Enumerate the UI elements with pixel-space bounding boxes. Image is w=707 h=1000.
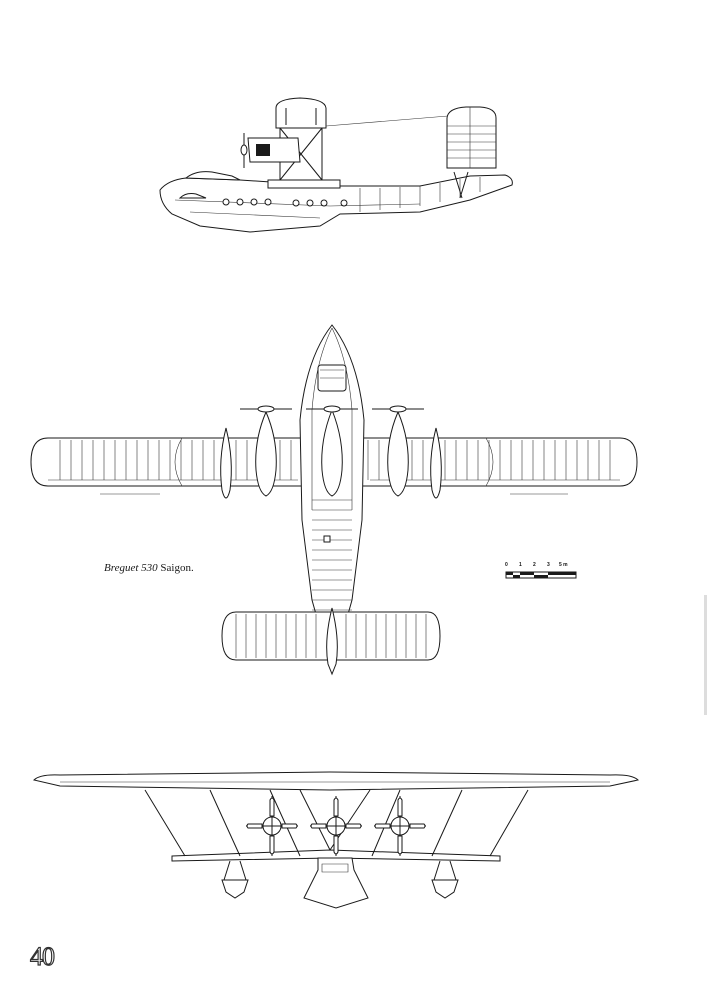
top-lower-wing-outline (174, 437, 494, 487)
scale-label: 0 (505, 562, 508, 568)
top-spinner-center (323, 405, 341, 413)
front-hull (303, 857, 369, 909)
top-aileron-lines (48, 479, 620, 495)
side-hull (159, 174, 513, 233)
top-engine-nacelle-left (255, 410, 277, 497)
front-upper-wing (33, 771, 640, 791)
top-spinner-left (257, 405, 275, 413)
front-view (33, 771, 640, 909)
front-inner-struts (269, 789, 401, 857)
side-upper-wing (275, 97, 327, 129)
side-portholes (222, 198, 348, 207)
side-float (178, 193, 207, 199)
page-number: 40 (29, 941, 55, 971)
top-hatch (323, 535, 331, 543)
side-spinner (240, 144, 248, 156)
top-cockpit-lines (320, 369, 344, 379)
front-engine-right (374, 796, 426, 856)
front-float-left (221, 879, 249, 899)
top-fuselage-frames (312, 499, 352, 611)
top-fin (326, 607, 338, 676)
front-outer-struts (144, 789, 529, 857)
scale-label: 1 (519, 562, 522, 568)
front-float-right (431, 879, 459, 899)
scale-label: 2 (533, 562, 536, 568)
side-cockpit (184, 171, 241, 181)
caption-name: Saigon. (160, 562, 194, 574)
scale-label: 3 (547, 562, 550, 568)
top-float-left (220, 427, 232, 499)
front-float-struts (223, 860, 457, 881)
side-engine-nacelle (247, 137, 301, 163)
scale-bar (505, 571, 577, 579)
side-frame-lines (359, 177, 481, 212)
figure-caption: Breguet 530 Saigon. (104, 562, 194, 574)
top-tail-ribs (235, 614, 427, 658)
scale-bar-labels: 0 1 2 3 5 m (502, 562, 582, 572)
top-engine-nacelle-right (387, 410, 409, 497)
side-tail-ribs (447, 107, 496, 168)
top-view (30, 324, 638, 676)
side-view (159, 97, 513, 233)
caption-aircraft: Breguet 530 (104, 562, 158, 574)
side-tail-struts (453, 171, 469, 199)
side-tail-fin (446, 106, 497, 169)
scale-label: 5 m (559, 562, 568, 568)
top-spinner-right (389, 405, 407, 413)
front-engine-left (246, 796, 298, 856)
top-float-right (430, 427, 442, 499)
page-edge-mark (704, 595, 707, 715)
side-bracing-wire (325, 115, 449, 127)
front-engine-center (310, 796, 362, 856)
top-engine-nacelle-center (321, 408, 343, 497)
front-windscreen (321, 863, 349, 873)
side-engine-radiator (256, 144, 270, 156)
side-lower-wing (267, 179, 341, 189)
